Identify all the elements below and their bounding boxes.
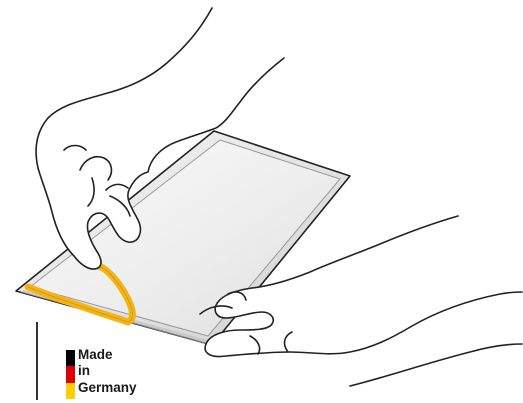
badge-line-germany: Germany xyxy=(78,380,137,396)
right-arm-outline xyxy=(350,344,522,386)
badge-line-made: Made xyxy=(78,347,137,363)
flag-stripe-gold xyxy=(66,383,75,399)
badge-line-in: in xyxy=(78,363,137,379)
badge-text: Made in Germany xyxy=(78,347,137,396)
german-flag-icon xyxy=(66,350,75,399)
badge-divider xyxy=(36,322,38,400)
flag-stripe-black xyxy=(66,350,75,366)
flag-stripe-red xyxy=(66,366,75,382)
made-in-germany-badge: Made in Germany xyxy=(36,322,146,402)
